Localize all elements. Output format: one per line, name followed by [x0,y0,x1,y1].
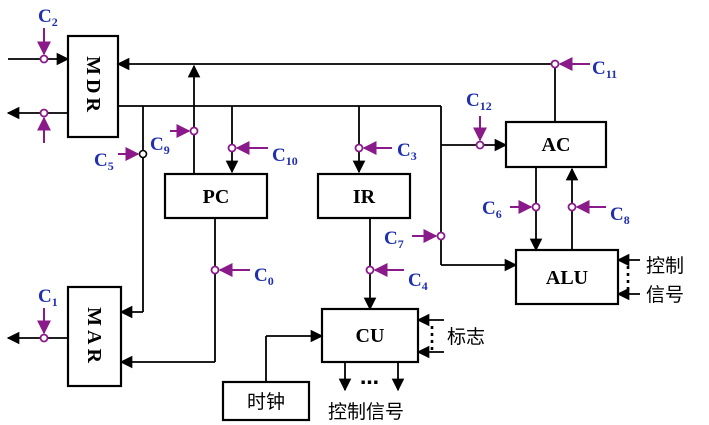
cu-output-dots: … [360,367,379,389]
alu-label: ALU [546,267,588,289]
cu-unit: CU [320,307,420,364]
pc-label: PC [203,186,230,208]
alu-unit: ALU [514,248,620,306]
c7-label: C7 [384,228,404,251]
c8-label: C8 [610,204,630,227]
pc-register: PC [163,172,269,220]
mdr-label: MDR [82,56,104,116]
ir-label: IR [353,186,376,208]
c3-label: C3 [397,140,417,163]
c0-label: C0 [254,265,274,288]
alu-control-signal-line2: 信号 [646,284,684,306]
c10-label: C10 [272,145,298,168]
cu-label: CU [356,325,385,347]
c6-label: C6 [482,198,502,221]
text-labels: 控制 信号 标志 控制信号 … [328,255,684,423]
ac-label: AC [542,134,571,156]
mar-register: MAR [66,285,123,388]
c4-label: C4 [408,270,428,293]
mar-label: MAR [83,307,105,367]
c1-label: C1 [38,286,58,309]
ac-register: AC [504,120,608,169]
c11-label: C11 [592,58,617,81]
gate-points [39,54,577,343]
data-wires [6,52,640,392]
mdr-register: MDR [66,34,120,139]
cu-output-signals-label: 控制信号 [328,401,404,423]
clock-label: 时钟 [247,391,285,413]
control-labels: C2 C1 C5 C9 C10 C3 C0 C4 C7 C12 C11 C6 C… [38,6,630,309]
ir-register: IR [316,172,412,220]
c5-label: C5 [94,150,114,173]
c12-label: C12 [466,90,492,113]
c9-label: C9 [150,134,170,157]
flags-label: 标志 [447,326,485,348]
c2-label: C2 [38,6,58,29]
control-arrows [37,28,606,335]
clock-unit: 时钟 [221,380,311,422]
alu-control-signal-line1: 控制 [646,255,684,277]
